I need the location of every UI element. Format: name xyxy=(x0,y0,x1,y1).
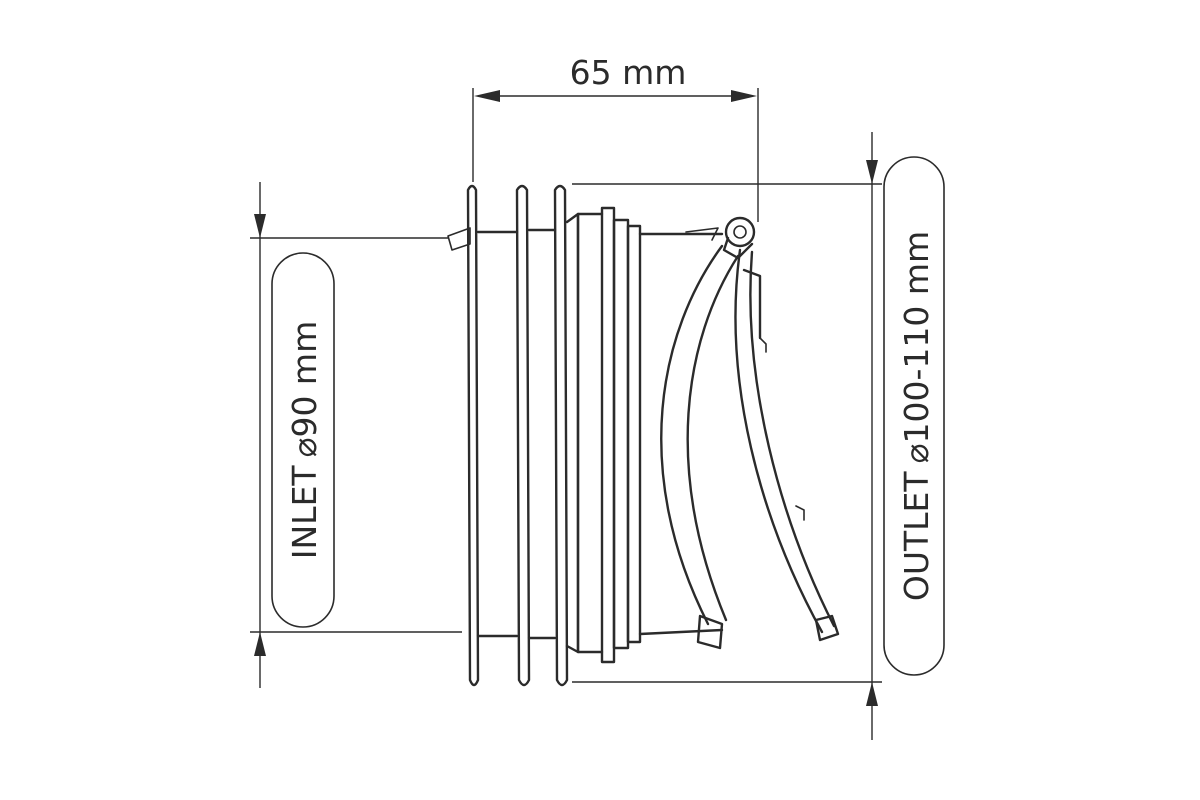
outlet-dimension: OUTLET ⌀100-110 mm xyxy=(572,132,945,740)
flap-rib xyxy=(742,268,762,340)
ring-collar xyxy=(612,218,630,650)
inlet-lip xyxy=(447,227,471,251)
diameter-symbol-icon: ⌀ xyxy=(897,444,936,464)
flap-cover-back xyxy=(749,250,836,628)
flap-tip xyxy=(814,614,840,642)
housing-edge xyxy=(565,212,580,654)
arrow-left-icon xyxy=(474,90,500,102)
outlet-word: OUTLET xyxy=(897,471,936,602)
hinge-pin-icon xyxy=(724,216,756,248)
sealing-fin-2 xyxy=(515,184,531,687)
hinge-pin-core xyxy=(733,225,747,239)
inlet-word: INLET xyxy=(285,465,324,560)
flap-cover xyxy=(734,248,824,634)
arrow-down-icon xyxy=(866,160,878,184)
housing-sleeve xyxy=(576,212,604,654)
flap-notch xyxy=(795,505,805,521)
top-latch xyxy=(685,227,719,241)
length-label: 65 mm xyxy=(570,53,687,92)
arrow-up-icon xyxy=(254,632,266,656)
length-dimension: 65 mm xyxy=(472,53,759,222)
flap-outer xyxy=(660,244,724,626)
valve-body xyxy=(447,184,840,687)
outlet-label-pill xyxy=(883,156,945,676)
inlet-label: INLET ⌀90 mm xyxy=(285,321,324,559)
flap-inner xyxy=(686,254,740,622)
compression-ring xyxy=(600,206,616,664)
body-bottom xyxy=(638,628,724,636)
sealing-fin-1 xyxy=(466,184,480,687)
flap-rib-tip xyxy=(759,337,767,353)
arrow-right-icon xyxy=(731,90,757,102)
hinge-mount xyxy=(722,236,754,260)
diameter-symbol-icon: ⌀ xyxy=(285,438,324,458)
inlet-label-pill xyxy=(271,252,335,628)
inlet-dimension: INLET ⌀90 mm xyxy=(250,182,462,688)
arrow-up-icon xyxy=(866,682,878,706)
sealing-fin-3 xyxy=(553,184,569,687)
inlet-size: 90 mm xyxy=(285,321,324,438)
outlet-size: 100-110 mm xyxy=(897,231,936,444)
bottom-stop xyxy=(696,614,724,650)
outlet-label: OUTLET ⌀100-110 mm xyxy=(897,231,936,601)
arrow-down-icon xyxy=(254,214,266,238)
ring-collar-2 xyxy=(626,224,642,644)
